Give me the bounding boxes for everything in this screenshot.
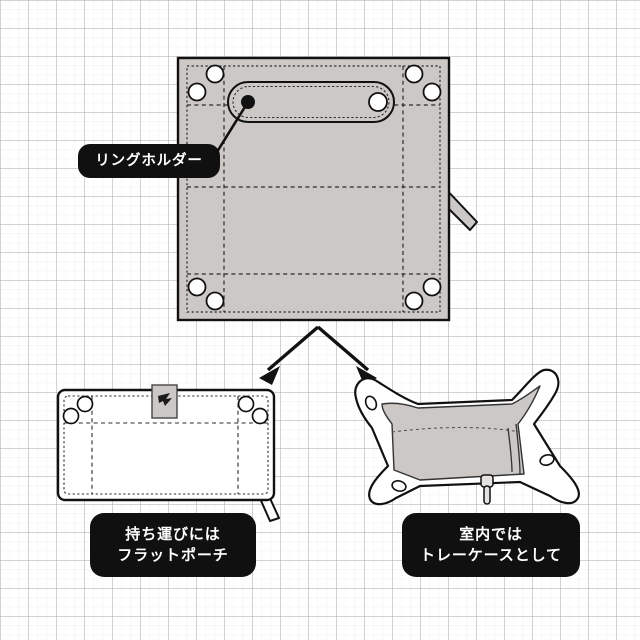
perimeter-stitch <box>186 65 441 313</box>
callout-ring-holder: リングホルダー <box>78 144 220 178</box>
ringholder-strap <box>227 81 395 123</box>
arrow-left-head <box>259 366 280 385</box>
tray-gusset-seam <box>515 423 521 475</box>
tray-snap-left <box>364 395 378 411</box>
bird-logo-icon <box>158 393 172 406</box>
tray-snap-bottom <box>391 480 407 492</box>
pouch-snap-group-left <box>62 395 94 425</box>
branch-arrows <box>266 325 370 372</box>
tray-snap-right <box>539 454 555 466</box>
brand-logo-tab <box>151 384 178 419</box>
arrow-left-shaft <box>266 325 320 372</box>
figure-flat-pouch <box>56 384 280 522</box>
arrow-right-shaft <box>316 325 370 372</box>
callout-tray-case: 室内では トレーケースとして <box>402 513 580 577</box>
snap-group-bottom-left <box>187 277 225 311</box>
figure-tray-case <box>354 368 580 506</box>
tray-inner-basin <box>381 385 541 481</box>
snap-group-top-left <box>187 64 225 102</box>
pouch-snap-group-right <box>237 395 269 425</box>
callout-flat-pouch: 持ち運びには フラットポーチ <box>90 513 256 577</box>
figure-flat-layout <box>176 56 478 322</box>
strap-grommet <box>368 92 388 112</box>
snap-group-bottom-right <box>404 277 442 311</box>
snap-group-top-right <box>404 64 442 102</box>
tray-gusset-seam-inner <box>507 427 513 473</box>
zipper-pull-icon <box>480 474 494 505</box>
